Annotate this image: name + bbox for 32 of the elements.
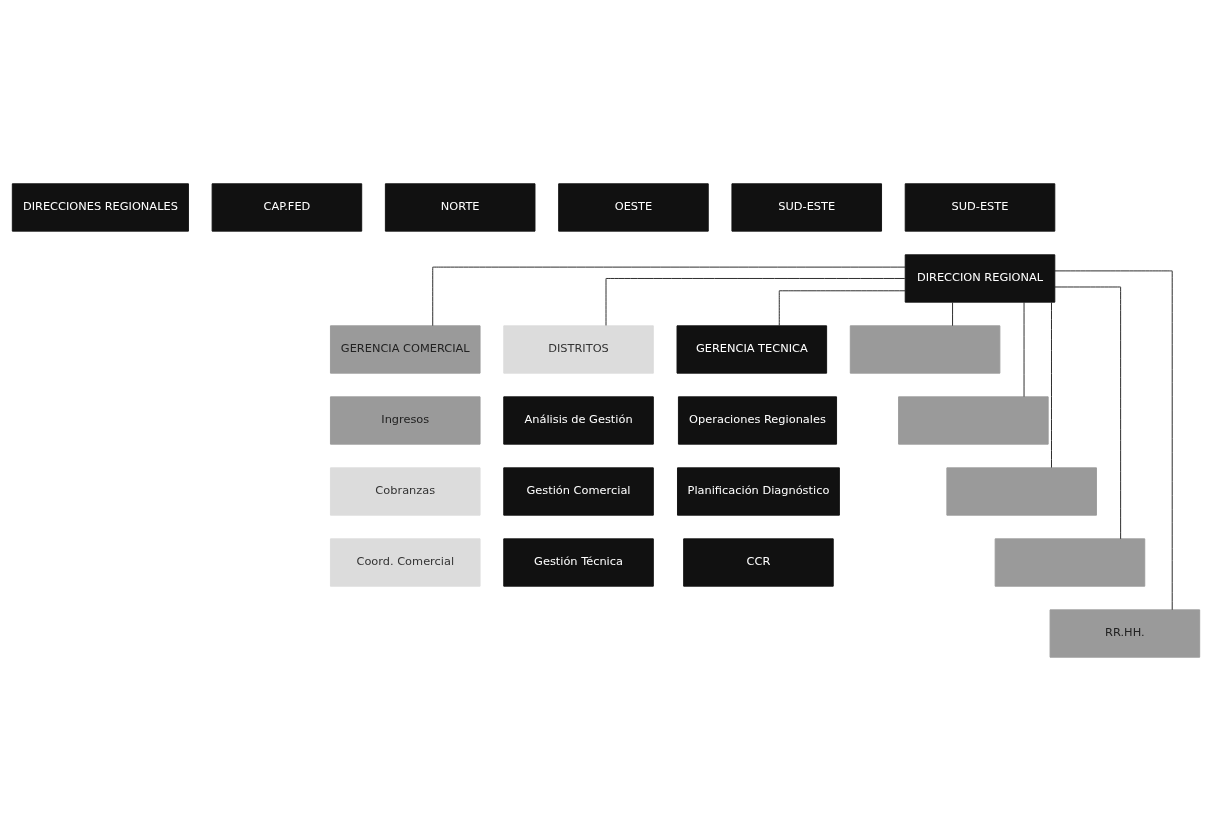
connector	[952, 301, 954, 326]
node-box: Gestión Comercial	[503, 466, 654, 516]
connector	[1023, 301, 1025, 397]
node-box: CCR	[683, 537, 834, 587]
connector	[605, 277, 906, 326]
connector	[1054, 269, 1173, 610]
node-box: Coord. Comercial	[330, 537, 481, 587]
node-box: SUD-ESTE	[731, 182, 882, 232]
node-box: Operaciones Regionales	[677, 395, 838, 445]
node-box: GERENCIA COMERCIAL	[330, 324, 481, 374]
node-box	[849, 324, 1001, 374]
node-box: Gestión Técnica	[503, 537, 654, 587]
node-box: DIRECCIONES REGIONALES	[11, 182, 189, 232]
node-box: DIRECCION REGIONAL	[904, 253, 1056, 303]
node-box: Análisis de Gestión	[503, 395, 654, 445]
node-box: GERENCIA TECNICA	[676, 324, 828, 374]
node-box	[946, 466, 1097, 516]
node-box: RR.HH.	[1049, 608, 1201, 658]
connector	[1054, 286, 1122, 539]
node-box: CAP.FED	[211, 182, 363, 232]
node-box: Planificación Diagnóstico	[677, 466, 840, 516]
connector	[778, 289, 906, 326]
node-box: OESTE	[558, 182, 709, 232]
connector	[1051, 301, 1052, 468]
connector	[432, 266, 906, 326]
node-box: SUD-ESTE	[904, 182, 1056, 232]
node-box: DISTRITOS	[503, 324, 654, 374]
node-box	[898, 395, 1049, 445]
node-box: Cobranzas	[330, 466, 481, 516]
node-box: NORTE	[384, 182, 536, 232]
node-box: Ingresos	[330, 395, 481, 445]
node-box	[994, 537, 1146, 587]
